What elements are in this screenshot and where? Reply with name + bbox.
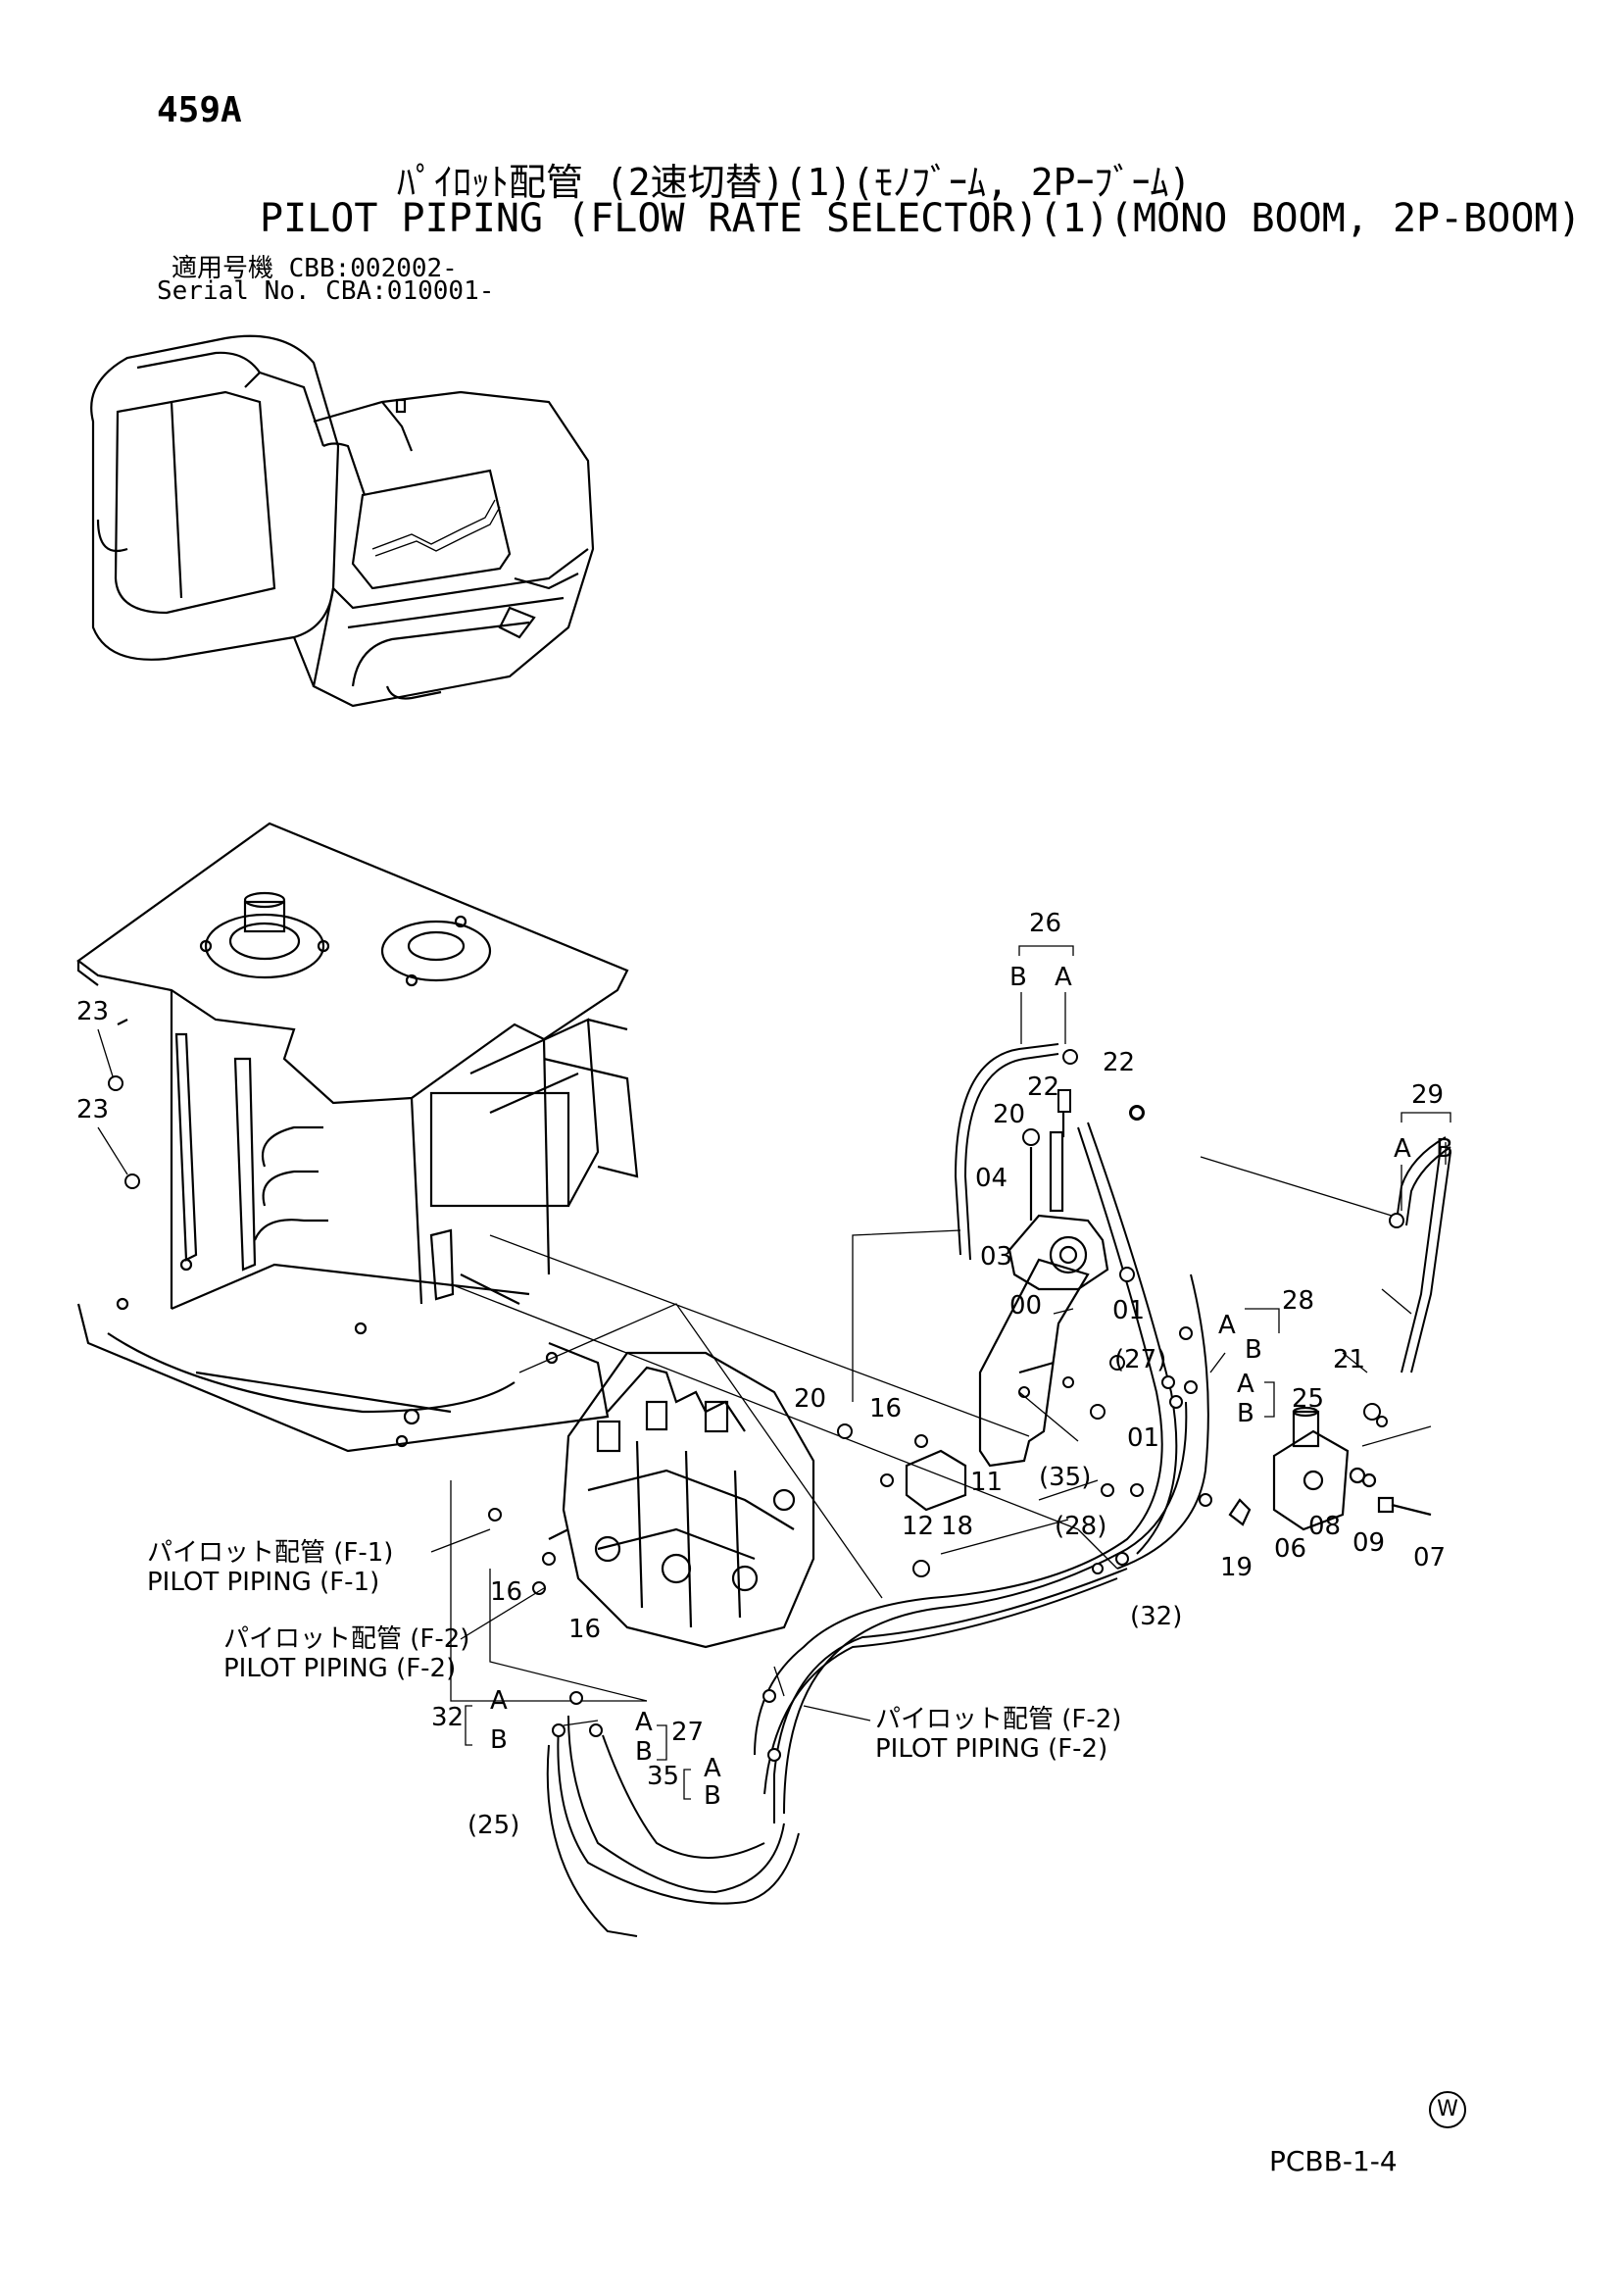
page-number: 459A	[157, 90, 242, 130]
title-english: PILOT PIPING (FLOW RATE SELECTOR)(1)(MON…	[260, 196, 1582, 241]
label-16-mid: 16	[869, 1394, 902, 1423]
label-35-b: B	[704, 1781, 721, 1811]
hose-lines	[546, 1043, 1451, 1937]
label-32-paren: (32)	[1130, 1602, 1182, 1631]
label-07: 07	[1413, 1543, 1446, 1572]
label-01-mid: 01	[1127, 1423, 1159, 1453]
label-16-b: 16	[568, 1615, 601, 1644]
label-27-a: A	[635, 1708, 653, 1737]
hydraulic-tank-frame-drawing	[76, 822, 639, 1453]
label-32-a: A	[490, 1686, 508, 1716]
label-25-a: A	[1237, 1370, 1254, 1399]
label-27-paren: (27)	[1114, 1345, 1166, 1374]
ref-f1-english: PILOT PIPING (F-1)	[147, 1568, 379, 1597]
label-11: 11	[970, 1468, 1003, 1497]
label-19: 19	[1220, 1553, 1253, 1582]
label-35: 35	[647, 1762, 679, 1791]
solenoid-valve-drawing	[1008, 1089, 1145, 1291]
watermark-symbol: W	[1429, 2091, 1466, 2128]
label-28-b: B	[1245, 1335, 1262, 1365]
leader-lines	[450, 1156, 1432, 1726]
fittings	[488, 1049, 1404, 1762]
label-08: 08	[1308, 1512, 1341, 1541]
label-25-paren: (25)	[467, 1811, 519, 1840]
label-12: 12	[902, 1512, 934, 1541]
document-code: PCBB-1-4	[1269, 2145, 1398, 2177]
ref-f1-japanese: パイロット配管 (F-1)	[147, 1538, 393, 1568]
label-20-mid: 20	[794, 1384, 826, 1414]
label-04: 04	[975, 1164, 1008, 1193]
ref-f2-right-english: PILOT PIPING (F-2)	[875, 1734, 1107, 1764]
control-valve-drawing	[548, 1351, 815, 1649]
label-00: 00	[1009, 1291, 1042, 1321]
label-25: 25	[1292, 1384, 1324, 1414]
pipe-references: パイロット配管 (F-1) PILOT PIPING (F-1) パイロット配管…	[147, 1528, 1121, 1764]
label-01-top: 01	[1112, 1296, 1145, 1325]
label-09: 09	[1352, 1528, 1385, 1558]
title-japanese: ﾊﾟｲﾛｯﾄ配管 (2速切替)(1)(ﾓﾉﾌﾞｰﾑ, 2Pｰﾌﾞｰﾑ)	[397, 161, 1192, 204]
ref-f2-left-japanese: パイロット配管 (F-2)	[223, 1624, 469, 1654]
label-23-bottom: 23	[76, 1095, 109, 1124]
label-27: 27	[671, 1718, 704, 1747]
label-23-top: 23	[76, 997, 109, 1026]
label-35-a: A	[704, 1754, 721, 1783]
label-26: 26	[1029, 909, 1061, 938]
label-29-a: A	[1394, 1134, 1411, 1164]
valve-06-drawing	[1228, 1406, 1432, 1531]
callout-labels: 26 B A 22 22 20 04 03 29 A B 00 01 01 28…	[76, 909, 1453, 1840]
label-32-b: B	[490, 1725, 508, 1755]
label-28-a: A	[1218, 1311, 1236, 1340]
label-28-paren: (28)	[1055, 1512, 1106, 1541]
label-35-paren: (35)	[1039, 1463, 1091, 1492]
label-21: 21	[1333, 1345, 1365, 1374]
block-11-drawing	[905, 1434, 967, 1512]
label-26-a: A	[1055, 963, 1072, 992]
label-16-a: 16	[490, 1577, 522, 1607]
label-18: 18	[941, 1512, 973, 1541]
ref-f2-right-japanese: パイロット配管 (F-2)	[875, 1705, 1121, 1734]
ref-f2-left-english: PILOT PIPING (F-2)	[223, 1654, 456, 1683]
label-25-b: B	[1237, 1399, 1254, 1428]
label-27-b: B	[635, 1737, 653, 1767]
label-22-right: 22	[1103, 1048, 1135, 1077]
label-20-top: 20	[993, 1100, 1025, 1129]
label-28: 28	[1282, 1286, 1314, 1316]
label-26-b: B	[1009, 963, 1027, 992]
serial-range-japanese: 適用号機 CBB:002002-	[172, 254, 458, 283]
label-29: 29	[1411, 1080, 1444, 1110]
excavator-overview-drawing	[90, 334, 595, 708]
label-32: 32	[431, 1703, 464, 1732]
label-03: 03	[980, 1242, 1012, 1272]
serial-range-english: Serial No. CBA:010001-	[157, 276, 495, 306]
label-29-b: B	[1436, 1134, 1453, 1164]
label-22-left: 22	[1027, 1073, 1059, 1102]
label-06: 06	[1274, 1534, 1306, 1564]
